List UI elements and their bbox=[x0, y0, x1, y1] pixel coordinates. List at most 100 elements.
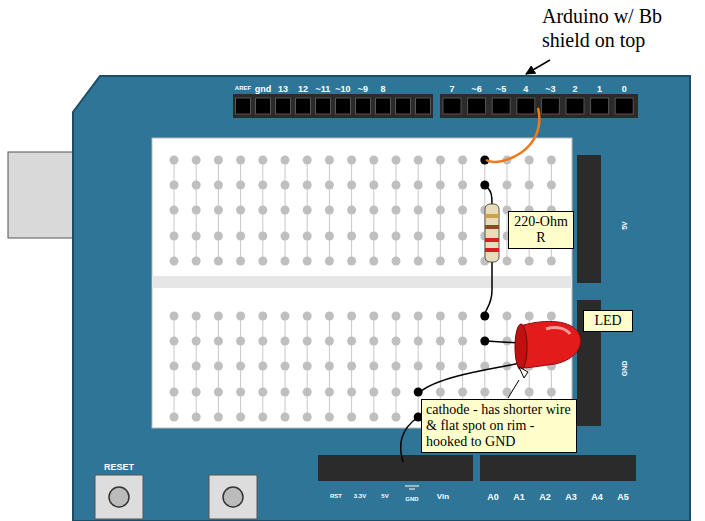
callout-text: 220-Ohm R bbox=[513, 214, 569, 246]
breadboard-hole bbox=[347, 181, 356, 190]
breadboard-hole bbox=[325, 388, 334, 397]
breadboard-hole bbox=[214, 312, 223, 321]
breadboard-hole bbox=[214, 388, 223, 397]
pin-label: A5 bbox=[617, 493, 629, 502]
breadboard-hole bbox=[436, 388, 445, 397]
header-pin bbox=[468, 98, 486, 114]
pin-label: ~11 bbox=[316, 85, 331, 94]
breadboard-hole bbox=[458, 181, 467, 190]
pin-label: ~5 bbox=[496, 85, 506, 94]
header-pin bbox=[376, 98, 391, 114]
breadboard-hole bbox=[303, 206, 312, 215]
analog-header bbox=[480, 455, 636, 481]
pin-label: 1 bbox=[597, 85, 602, 94]
breadboard-hole bbox=[325, 181, 334, 190]
breadboard-hole bbox=[325, 257, 334, 266]
breadboard-hole bbox=[503, 337, 512, 346]
breadboard-hole bbox=[192, 181, 201, 190]
pin-label: 7 bbox=[449, 85, 454, 94]
breadboard-hole bbox=[236, 257, 245, 266]
push-button bbox=[209, 475, 257, 519]
breadboard-hole bbox=[258, 413, 267, 422]
breadboard-hole bbox=[436, 181, 445, 190]
breadboard-hole bbox=[458, 206, 467, 215]
breadboard-hole bbox=[414, 206, 423, 215]
breadboard-hole bbox=[369, 337, 378, 346]
breadboard-hole bbox=[258, 232, 267, 241]
breadboard-hole bbox=[236, 337, 245, 346]
header-pin bbox=[296, 98, 311, 114]
pin-label: GND bbox=[405, 496, 418, 502]
header-pin bbox=[256, 98, 271, 114]
breadboard-hole bbox=[503, 257, 512, 266]
callout-text: LED bbox=[588, 313, 628, 329]
breadboard-hole bbox=[303, 181, 312, 190]
breadboard-hole bbox=[458, 257, 467, 266]
breadboard-holes bbox=[170, 156, 556, 422]
header-pin bbox=[443, 98, 461, 114]
breadboard-hole bbox=[303, 362, 312, 371]
callout-box: LED bbox=[583, 310, 633, 332]
pin-label: A2 bbox=[539, 493, 551, 502]
breadboard-hole bbox=[303, 312, 312, 321]
breadboard-hole bbox=[214, 257, 223, 266]
header-pin bbox=[316, 98, 331, 114]
resistor-symbol bbox=[484, 185, 499, 316]
breadboard-hole bbox=[392, 232, 401, 241]
header-pin bbox=[356, 98, 371, 114]
breadboard-hole bbox=[392, 362, 401, 371]
breadboard-hole bbox=[281, 232, 290, 241]
breadboard-hole bbox=[170, 413, 179, 422]
breadboard-hole bbox=[458, 232, 467, 241]
pin-label: 3.3V bbox=[354, 493, 366, 499]
breadboard-hole bbox=[170, 388, 179, 397]
breadboard-hole bbox=[281, 257, 290, 266]
digital-header bbox=[233, 94, 638, 118]
breadboard-hole bbox=[547, 181, 556, 190]
breadboard-hole bbox=[414, 232, 423, 241]
breadboard-hole bbox=[258, 181, 267, 190]
breadboard-hole bbox=[392, 413, 401, 422]
breadboard-hole bbox=[414, 156, 423, 165]
breadboard-hole bbox=[236, 181, 245, 190]
breadboard-hole bbox=[347, 232, 356, 241]
pin-label: A1 bbox=[513, 493, 525, 502]
breadboard-hole bbox=[347, 413, 356, 422]
breadboard-hole bbox=[258, 156, 267, 165]
breadboard bbox=[152, 138, 572, 428]
breadboard-hole bbox=[525, 181, 534, 190]
breadboard-hole bbox=[214, 156, 223, 165]
pin-label: 0 bbox=[622, 85, 627, 94]
breadboard-hole bbox=[458, 156, 467, 165]
breadboard-hole bbox=[325, 337, 334, 346]
breadboard-hole bbox=[303, 232, 312, 241]
breadboard-hole bbox=[414, 257, 423, 266]
header-pin bbox=[236, 98, 251, 114]
pin-label: 4 bbox=[523, 85, 528, 94]
pin-label: A0 bbox=[487, 493, 499, 502]
breadboard-hole bbox=[525, 156, 534, 165]
board bbox=[73, 76, 690, 521]
breadboard-hole bbox=[392, 156, 401, 165]
breadboard-hole bbox=[369, 206, 378, 215]
power-header-bottom bbox=[318, 455, 473, 481]
header-pin bbox=[336, 98, 351, 114]
breadboard-hole bbox=[392, 312, 401, 321]
breadboard-hole bbox=[192, 312, 201, 321]
breadboard-hole bbox=[281, 362, 290, 371]
breadboard-hole bbox=[192, 362, 201, 371]
breadboard-hole bbox=[170, 181, 179, 190]
gnd-wire bbox=[401, 417, 418, 462]
breadboard-hole bbox=[347, 156, 356, 165]
breadboard-hole bbox=[392, 388, 401, 397]
breadboard-hole bbox=[258, 362, 267, 371]
led-symbol bbox=[420, 321, 581, 392]
reset-button bbox=[95, 475, 143, 519]
breadboard-hole bbox=[369, 232, 378, 241]
breadboard-hole bbox=[303, 257, 312, 266]
breadboard-hole bbox=[214, 206, 223, 215]
breadboard-hole bbox=[369, 181, 378, 190]
breadboard-hole bbox=[236, 413, 245, 422]
pin-label: A3 bbox=[565, 493, 577, 502]
